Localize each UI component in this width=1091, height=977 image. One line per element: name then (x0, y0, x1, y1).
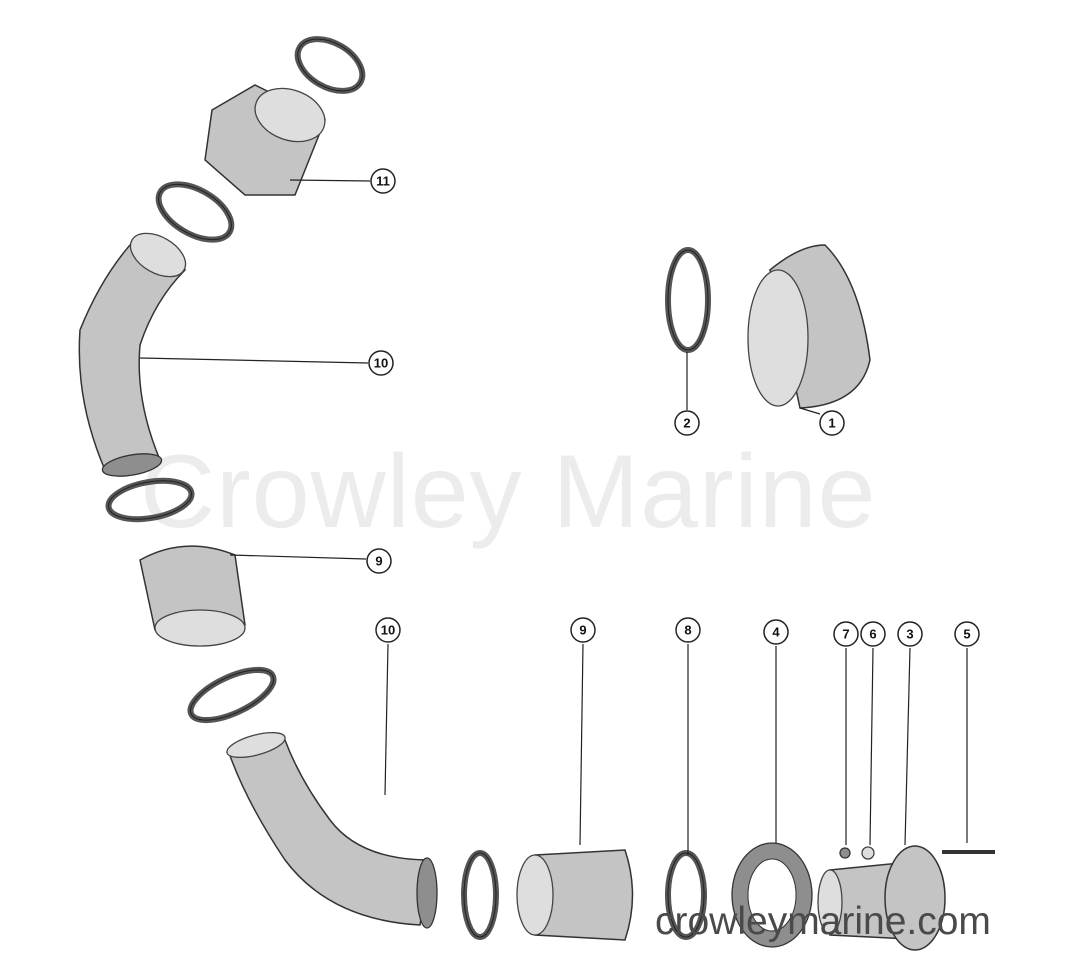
svg-text:8: 8 (684, 623, 691, 638)
callout-10-upper: 10 (368, 350, 394, 376)
callout-5: 5 (954, 621, 980, 647)
svg-text:2: 2 (683, 416, 690, 431)
elbow-10-lower (226, 731, 438, 929)
callout-8: 8 (675, 617, 701, 643)
callout-7: 7 (833, 621, 859, 647)
gasket-4 (731, 842, 813, 948)
hose-clamp-3 (105, 477, 195, 523)
callout-11: 11 (370, 168, 396, 194)
callout-6: 6 (860, 621, 886, 647)
hose-clamp-4 (187, 666, 277, 724)
hose-clamp-2-part (665, 247, 711, 353)
svg-text:3: 3 (906, 627, 913, 642)
hose-9-lower (516, 849, 634, 941)
watermark-logo: Crowley Marine (140, 434, 877, 550)
washer-7 (839, 847, 851, 859)
exhaust-tip-1 (747, 244, 871, 409)
elbow-10-upper (78, 232, 187, 477)
svg-text:9: 9 (375, 554, 382, 569)
watermark-url: crowleymarine.com (655, 900, 991, 943)
nut-6 (861, 846, 875, 860)
callout-9-upper: 9 (366, 548, 392, 574)
callout-2: 2 (674, 410, 700, 436)
svg-text:10: 10 (374, 356, 388, 371)
hose-clamp-top (294, 36, 366, 94)
callout-1: 1 (819, 410, 845, 436)
hose-clamp-8 (665, 850, 707, 940)
callout-9-lower: 9 (570, 617, 596, 643)
exhaust-fitting-3 (817, 845, 946, 951)
callout-4: 4 (763, 619, 789, 645)
leader-lines (139, 179, 968, 855)
svg-text:5: 5 (963, 627, 970, 642)
svg-text:7: 7 (842, 627, 849, 642)
hose-9-left (139, 545, 246, 647)
hose-clamp-2 (155, 181, 235, 243)
svg-text:6: 6 (869, 627, 876, 642)
svg-text:10: 10 (381, 623, 395, 638)
svg-text:4: 4 (772, 625, 780, 640)
svg-text:9: 9 (579, 623, 586, 638)
hose-clamp-5 (461, 850, 499, 940)
callout-3: 3 (897, 621, 923, 647)
svg-text:1: 1 (828, 416, 835, 431)
svg-text:11: 11 (376, 174, 390, 189)
callout-10-lower: 10 (375, 617, 401, 643)
hose-11 (204, 84, 326, 196)
